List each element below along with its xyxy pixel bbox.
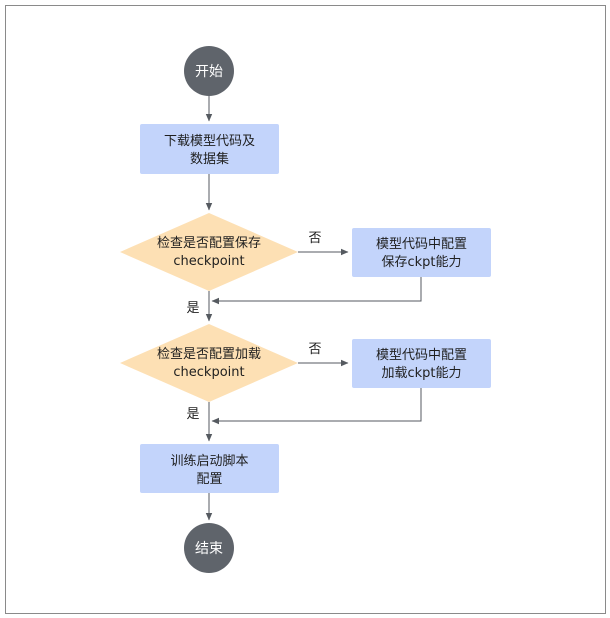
- decision-load-line-2: checkpoint: [173, 365, 244, 380]
- edge-label-save-no: 否: [308, 231, 321, 246]
- end-label: 结束: [195, 541, 223, 557]
- process-load-config-line-2: 加载ckpt能力: [381, 366, 461, 381]
- process-load-config-line-1: 模型代码中配置: [376, 348, 467, 363]
- decision-check-save-checkpoint: 检查是否配置保存 checkpoint: [120, 213, 298, 291]
- process-configure-train-script: 训练启动脚本 配置: [140, 444, 279, 493]
- edge-label-load-yes: 是: [186, 407, 199, 422]
- diagram-frame: [5, 5, 606, 614]
- process-download-code-and-data: 下载模型代码及 数据集: [140, 124, 279, 174]
- edge-load-config-return: [211, 388, 422, 425]
- start-label: 开始: [195, 64, 223, 80]
- edge-label-save-yes: 是: [186, 301, 199, 316]
- process-save-config-line-1: 模型代码中配置: [376, 237, 467, 252]
- decision-check-load-checkpoint: 检查是否配置加载 checkpoint: [120, 324, 298, 402]
- connectors: [205, 96, 422, 521]
- end-node: 结束: [184, 523, 234, 573]
- process-save-config-line-2: 保存ckpt能力: [381, 255, 461, 270]
- edge-save-config-return: [211, 277, 422, 305]
- decision-save-line-2: checkpoint: [173, 254, 244, 269]
- process-configure-save-ckpt: 模型代码中配置 保存ckpt能力: [352, 228, 491, 277]
- process-download-line-1: 下载模型代码及: [164, 134, 255, 149]
- process-train-script-line-1: 训练启动脚本: [170, 453, 248, 469]
- process-download-line-2: 数据集: [190, 151, 229, 167]
- edge-label-load-no: 否: [308, 342, 321, 357]
- process-train-script-line-2: 配置: [196, 472, 222, 487]
- decision-save-line-1: 检查是否配置保存: [157, 236, 261, 251]
- process-configure-load-ckpt: 模型代码中配置 加载ckpt能力: [352, 339, 491, 388]
- decision-load-line-1: 检查是否配置加载: [157, 347, 261, 362]
- start-node: 开始: [184, 46, 234, 96]
